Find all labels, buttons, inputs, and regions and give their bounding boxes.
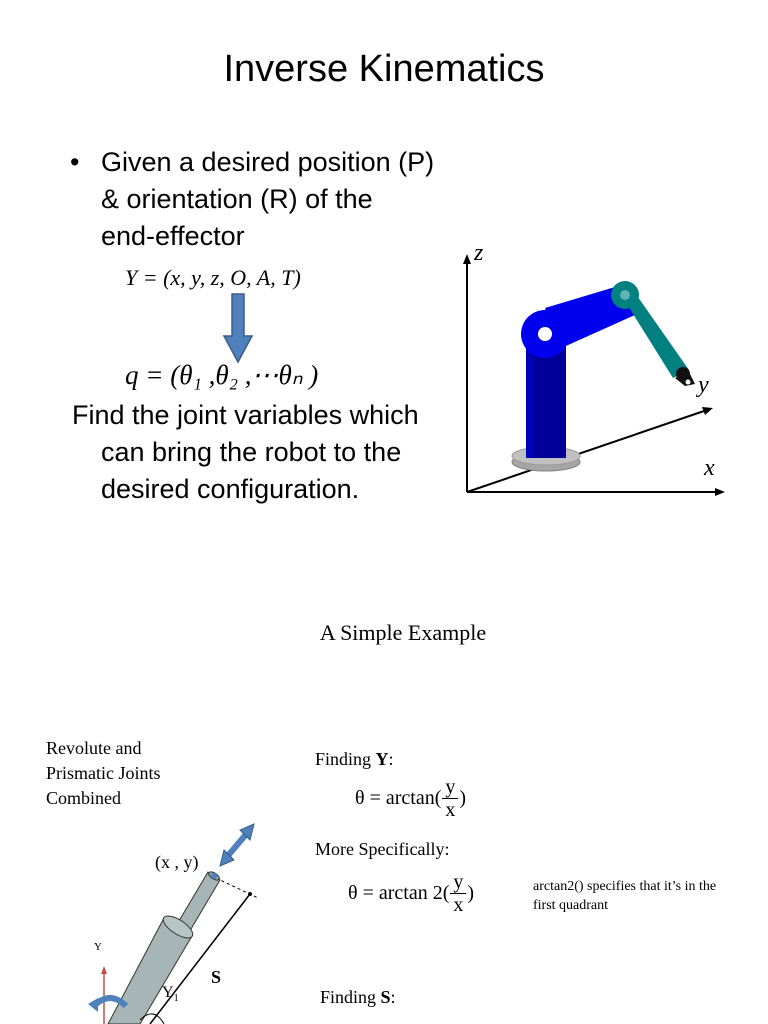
down-arrow-icon — [222, 293, 254, 364]
y-axis-label: Y — [94, 941, 102, 953]
find-line-3: desired configuration. — [101, 474, 360, 504]
axis-y-label: y — [698, 372, 709, 398]
finding-s-heading: Finding S: — [320, 987, 396, 1007]
caption-line-3: Combined — [46, 788, 121, 808]
extension-arrow-icon — [219, 823, 255, 867]
axis-x-label: x — [704, 455, 715, 481]
example-title: A Simple Example — [319, 620, 487, 645]
robot-arm-figure — [463, 254, 725, 496]
caption-line-2: Prismatic Joints — [46, 763, 161, 783]
find-line-2: can bring the robot to the — [101, 437, 402, 467]
slide-title: Inverse Kinematics — [223, 48, 545, 90]
pose-equation: Y = (x, y, z, O, A, T) — [125, 265, 301, 290]
prismatic-joint-figure — [88, 823, 259, 1024]
axis-z-label: z — [474, 240, 484, 266]
bullet-line-2: & orientation (R) of the — [101, 184, 373, 214]
robot-gripper — [675, 367, 695, 386]
joint-caption: Revolute and Prismatic Joints Combined — [46, 736, 161, 811]
bullet-dot: • — [70, 147, 80, 177]
s-label: S — [211, 967, 222, 987]
bullet-line-1: Given a desired position (P) — [101, 147, 435, 177]
coordinate-axes — [463, 254, 725, 496]
formula-arctan: θ = arctan( y x ) — [355, 776, 467, 821]
y1-label: Y1 — [162, 984, 179, 1005]
caption-line-1: Revolute and — [46, 738, 142, 758]
joint-equation: q = (θ₁ ,θ₂ ,⋯θₙ ) — [125, 360, 319, 390]
more-specifically: More Specifically: — [315, 839, 450, 859]
find-line-1: Find the joint variables which — [72, 400, 419, 430]
arctan2-note: arctan2() specifies that it’s in the fir… — [533, 879, 717, 913]
robot-forearm — [615, 285, 689, 378]
finding-y-heading: Finding Y: — [315, 749, 394, 769]
formula-arctan2: θ = arctan 2( y x ) — [348, 871, 475, 916]
bullet-line-3: end-effector — [101, 221, 245, 251]
point-label: (x , y) — [155, 852, 199, 872]
